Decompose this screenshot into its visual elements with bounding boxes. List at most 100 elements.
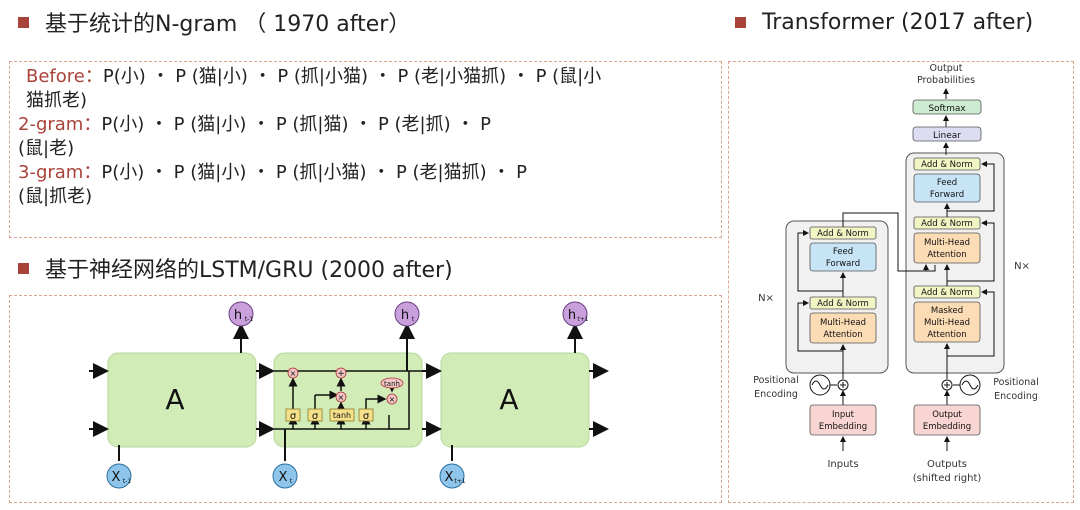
heading-transformer-text: Transformer (2017 after) — [762, 10, 1034, 35]
svg-text:Add & Norm: Add & Norm — [817, 229, 869, 239]
linear-block — [912, 126, 982, 142]
svg-text:Positional: Positional — [753, 375, 798, 386]
svg-text:X: X — [445, 470, 454, 485]
svg-text:Probabilities: Probabilities — [917, 75, 975, 86]
svg-text:Forward: Forward — [826, 259, 860, 269]
svg-text:Output: Output — [932, 410, 962, 420]
encoder-attention — [809, 312, 877, 344]
h-next-node — [562, 301, 588, 327]
lstm-diagram: A A σ σ tanh σ × + × tanh × h t-1 — [89, 301, 609, 489]
svg-text:t-1: t-1 — [245, 316, 254, 323]
trigram-label: 3-gram： — [18, 162, 102, 183]
x-prev-node — [106, 463, 132, 489]
h-prev-node — [228, 301, 254, 327]
h-cur-node — [394, 301, 420, 327]
output-multiply-op — [386, 393, 398, 405]
input-embedding — [809, 404, 877, 436]
decoder-add-norm-3 — [913, 157, 981, 171]
output-gate — [358, 408, 374, 422]
svg-text:Linear: Linear — [933, 131, 961, 141]
svg-text:Embedding: Embedding — [923, 422, 971, 432]
svg-text:t: t — [290, 478, 293, 485]
trigram-row-cont: (鼠|抓老) — [18, 186, 93, 207]
heading-lstm: 基于神经网络的LSTM/GRU (2000 after) — [18, 252, 453, 284]
svg-text:X: X — [279, 470, 288, 485]
svg-text:σ: σ — [363, 411, 370, 422]
bigram-row-cont: (鼠|老) — [18, 138, 75, 159]
trigram-row: 3-gram：P(小) ・ P (猫|小) ・ P (抓|小猫) ・ P (老|… — [18, 161, 718, 185]
svg-text:t: t — [412, 316, 415, 323]
before-row-cont: 猫抓老) — [26, 90, 88, 111]
svg-text:Input: Input — [832, 410, 855, 420]
svg-text:×: × — [389, 395, 396, 404]
softmax-block — [912, 99, 982, 115]
svg-text:h: h — [234, 308, 242, 323]
outputs-label: Outputs — [927, 459, 967, 470]
add-op — [335, 367, 347, 379]
heading-ngram: 基于统计的N-gram （ 1970 after） — [18, 6, 410, 38]
heading-lstm-text: 基于神经网络的LSTM/GRU (2000 after) — [45, 258, 453, 283]
svg-text:Multi-Head: Multi-Head — [820, 318, 866, 328]
tanh-gate — [329, 408, 355, 422]
svg-text:Softmax: Softmax — [928, 104, 966, 114]
decoder-feed-forward — [913, 173, 981, 203]
lstm-cell-middle — [273, 352, 423, 448]
svg-text:×: × — [290, 369, 297, 378]
x-next-node — [439, 463, 465, 489]
svg-text:t+1: t+1 — [577, 316, 588, 323]
encoder-nx-label: N× — [758, 293, 774, 304]
forget-multiply-op — [287, 367, 299, 379]
ngram-formulas: Before：P(小) ・ P (猫|小) ・ P (抓|小猫) ・ P (老|… — [18, 65, 718, 209]
cell-left-label: A — [165, 383, 184, 416]
svg-text:Attention: Attention — [823, 330, 862, 340]
decoder-masked-attention — [913, 301, 981, 343]
bullet-icon — [735, 17, 746, 28]
heading-transformer: Transformer (2017 after) — [735, 10, 1033, 35]
inputs-label: Inputs — [827, 459, 858, 470]
svg-text:Multi-Head: Multi-Head — [924, 238, 970, 248]
svg-text:Encoding: Encoding — [994, 391, 1038, 402]
transformer-diagram: Output Probabilities Softmax Linear Add … — [753, 63, 1038, 484]
ngram-panel — [9, 61, 722, 238]
outputs-shifted-label: (shifted right) — [913, 473, 982, 484]
svg-text:Feed: Feed — [937, 178, 957, 188]
bullet-icon — [18, 262, 29, 274]
svg-text:×: × — [338, 393, 345, 402]
lstm-cell-left — [107, 352, 257, 448]
svg-text:Attention: Attention — [927, 250, 966, 260]
svg-text:Add & Norm: Add & Norm — [817, 299, 869, 309]
lstm-cell-right — [440, 352, 590, 448]
bigram-formula: P(小) ・ P (猫|小) ・ P (抓|猫) ・ P (老|抓) ・ P — [101, 114, 491, 135]
svg-text:tanh: tanh — [333, 411, 351, 420]
svg-text:σ: σ — [312, 411, 319, 422]
decoder-nx-label: N× — [1014, 261, 1030, 272]
svg-text:Masked: Masked — [931, 306, 963, 316]
svg-text:Add & Norm: Add & Norm — [921, 219, 973, 229]
svg-text:X: X — [112, 470, 121, 485]
tanh-op — [380, 377, 404, 389]
svg-text:h: h — [401, 308, 409, 323]
svg-text:Multi-Head: Multi-Head — [924, 318, 970, 328]
svg-text:+: + — [337, 369, 345, 379]
x-cur-node — [272, 463, 298, 489]
heading-ngram-text: 基于统计的N-gram （ 1970 after） — [45, 12, 411, 37]
input-gate — [307, 408, 323, 422]
svg-text:Encoding: Encoding — [754, 389, 798, 400]
bigram-label: 2-gram： — [18, 114, 102, 135]
svg-text:Forward: Forward — [930, 190, 964, 200]
svg-text:tanh: tanh — [384, 380, 400, 388]
bullet-icon — [18, 16, 29, 28]
cell-right-label: A — [499, 383, 518, 416]
svg-text:Output: Output — [930, 63, 963, 74]
decoder-cross-attention — [913, 232, 981, 264]
svg-text:Embedding: Embedding — [819, 422, 867, 432]
before-label: Before： — [26, 66, 103, 87]
before-row: Before：P(小) ・ P (猫|小) ・ P (抓|小猫) ・ P (老|… — [18, 65, 718, 89]
output-embedding — [913, 404, 981, 436]
bigram-row: 2-gram：P(小) ・ P (猫|小) ・ P (抓|猫) ・ P (老|抓… — [18, 113, 718, 137]
svg-text:h: h — [568, 308, 576, 323]
svg-text:Feed: Feed — [833, 247, 853, 257]
forget-gate — [285, 408, 301, 422]
svg-text:Add & Norm: Add & Norm — [921, 160, 973, 170]
svg-text:t+1: t+1 — [454, 478, 465, 485]
